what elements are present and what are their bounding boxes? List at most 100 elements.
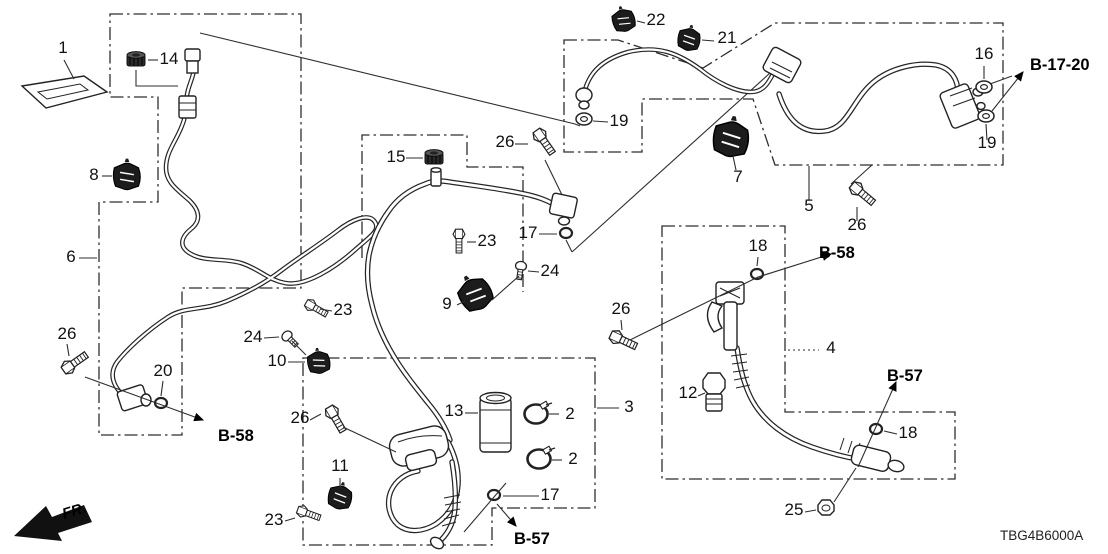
pipe1-top-fitting	[548, 192, 578, 226]
small-parts	[58, 2, 995, 524]
front-label: FR.	[60, 500, 88, 523]
part-callout-11: 11	[331, 456, 349, 475]
part-callout-7: 7	[733, 167, 742, 186]
clamp-2b-icon	[526, 445, 557, 470]
box-pipe5-region	[563, 22, 1004, 166]
part-callout-5: 5	[804, 196, 813, 215]
part-callout-24: 24	[244, 327, 263, 346]
ref-layer: B-17-20B-58B-58B-57B-57	[218, 56, 1090, 548]
arrow-b58-right	[629, 252, 833, 341]
pipe-6-assembly	[110, 48, 379, 412]
pipe6-bottom-elbow	[116, 384, 152, 412]
part-callout-6: 6	[66, 247, 75, 266]
front-direction-arrow	[14, 505, 92, 541]
part-callout-15: 15	[387, 147, 406, 166]
bolt-26-bl-icon	[58, 348, 92, 377]
page-ref-b-58: B-58	[218, 427, 254, 445]
washer-17-top-icon	[558, 226, 574, 240]
hose-4-assembly	[702, 281, 905, 473]
page-ref-b-57: B-57	[514, 530, 550, 548]
arrow-b58-left	[84, 376, 205, 422]
arrow-b57-right	[857, 380, 897, 468]
hose1-spring-section	[429, 494, 462, 550]
reference-arrows	[84, 71, 1024, 527]
oring-16-icon	[975, 80, 993, 94]
clip-8-icon	[112, 157, 141, 191]
washer-19-right-icon	[977, 109, 995, 123]
part-callout-23: 23	[478, 231, 497, 250]
part-callout-18: 18	[899, 423, 918, 442]
bracket-9-icon	[450, 267, 498, 317]
part-callout-21: 21	[718, 28, 737, 47]
part-callout-4: 4	[826, 338, 835, 357]
pipe6-mid-fitting	[178, 95, 197, 119]
part-callout-12: 12	[679, 383, 698, 402]
diagram-code: TBG4B6000A	[1000, 528, 1083, 543]
part-callout-26: 26	[848, 215, 867, 234]
part-callout-2: 2	[568, 449, 577, 468]
pipe-5-assembly	[575, 46, 986, 135]
part-callout-16: 16	[975, 44, 994, 63]
pipe5-right-end-fitting	[939, 83, 986, 129]
part-callout-19: 19	[978, 133, 997, 152]
part-callout-3: 3	[624, 397, 633, 416]
box-hose4-region	[661, 225, 956, 480]
part-callout-23: 23	[265, 510, 284, 529]
pipe6-top-fitting	[184, 48, 201, 74]
page-ref-b-58: B-58	[819, 244, 855, 262]
screw-24-mid-icon	[513, 260, 528, 281]
page-ref-b-57: B-57	[887, 367, 923, 385]
box-pipe1-region	[361, 134, 524, 292]
cap-15-icon	[424, 149, 444, 165]
clamp-10-icon	[305, 345, 332, 376]
clip-22-icon	[608, 2, 638, 35]
part-callout-24: 24	[541, 261, 560, 280]
bolt-23-bl-icon	[295, 503, 323, 524]
pipe1-charge-valve	[430, 167, 442, 187]
tube-13	[479, 391, 512, 453]
pipe5-elbow-fitting	[762, 46, 802, 84]
bolt-26-top-icon	[530, 125, 559, 159]
part-callout-23: 23	[334, 300, 353, 319]
hose4-end-coupler	[850, 444, 905, 473]
bolt-23-tl-icon	[302, 296, 331, 321]
part-callout-18: 18	[749, 236, 768, 255]
pipe5-left-end-fitting	[575, 87, 593, 110]
part-callout-8: 8	[89, 165, 98, 184]
page-ref-b-17-20: B-17-20	[1030, 56, 1090, 74]
part-callout-26: 26	[496, 132, 515, 151]
part-callout-2: 2	[565, 404, 574, 423]
part-callout-22: 22	[647, 10, 666, 29]
part-callout-26: 26	[58, 324, 77, 343]
nut-25-icon	[817, 499, 835, 516]
clamp-2a-icon	[523, 400, 554, 425]
box-hose3-region	[302, 357, 596, 546]
bolt-26-mid-icon	[322, 402, 350, 436]
box-pipe6-region	[98, 13, 302, 436]
part-callout-26: 26	[612, 299, 631, 318]
washer-19-left-icon	[575, 112, 593, 126]
part-callout-20: 20	[154, 361, 173, 380]
part-callout-14: 14	[160, 49, 179, 68]
leader-pipe6-to-pipe5	[199, 32, 581, 127]
bolt-23-mid-icon	[452, 228, 466, 254]
hose4-bracket	[706, 281, 745, 351]
part-callout-17: 17	[519, 223, 538, 242]
part-callout-1: 1	[58, 38, 67, 57]
pressure-sensor-12	[702, 372, 726, 412]
bolt-26-r-icon	[607, 327, 640, 354]
part-callout-10: 10	[268, 351, 287, 370]
part-callout-17: 17	[541, 485, 560, 504]
part-callout-26: 26	[291, 408, 310, 427]
clip-21-icon	[675, 22, 704, 53]
leader-lines	[63, 20, 988, 533]
caution-label-plate	[20, 75, 109, 109]
part-callout-25: 25	[785, 500, 804, 519]
joint-leader-lines	[199, 32, 771, 253]
arrow-b1720	[991, 71, 1024, 112]
part-callout-19: 19	[610, 111, 629, 130]
part-callout-13: 13	[445, 401, 464, 420]
